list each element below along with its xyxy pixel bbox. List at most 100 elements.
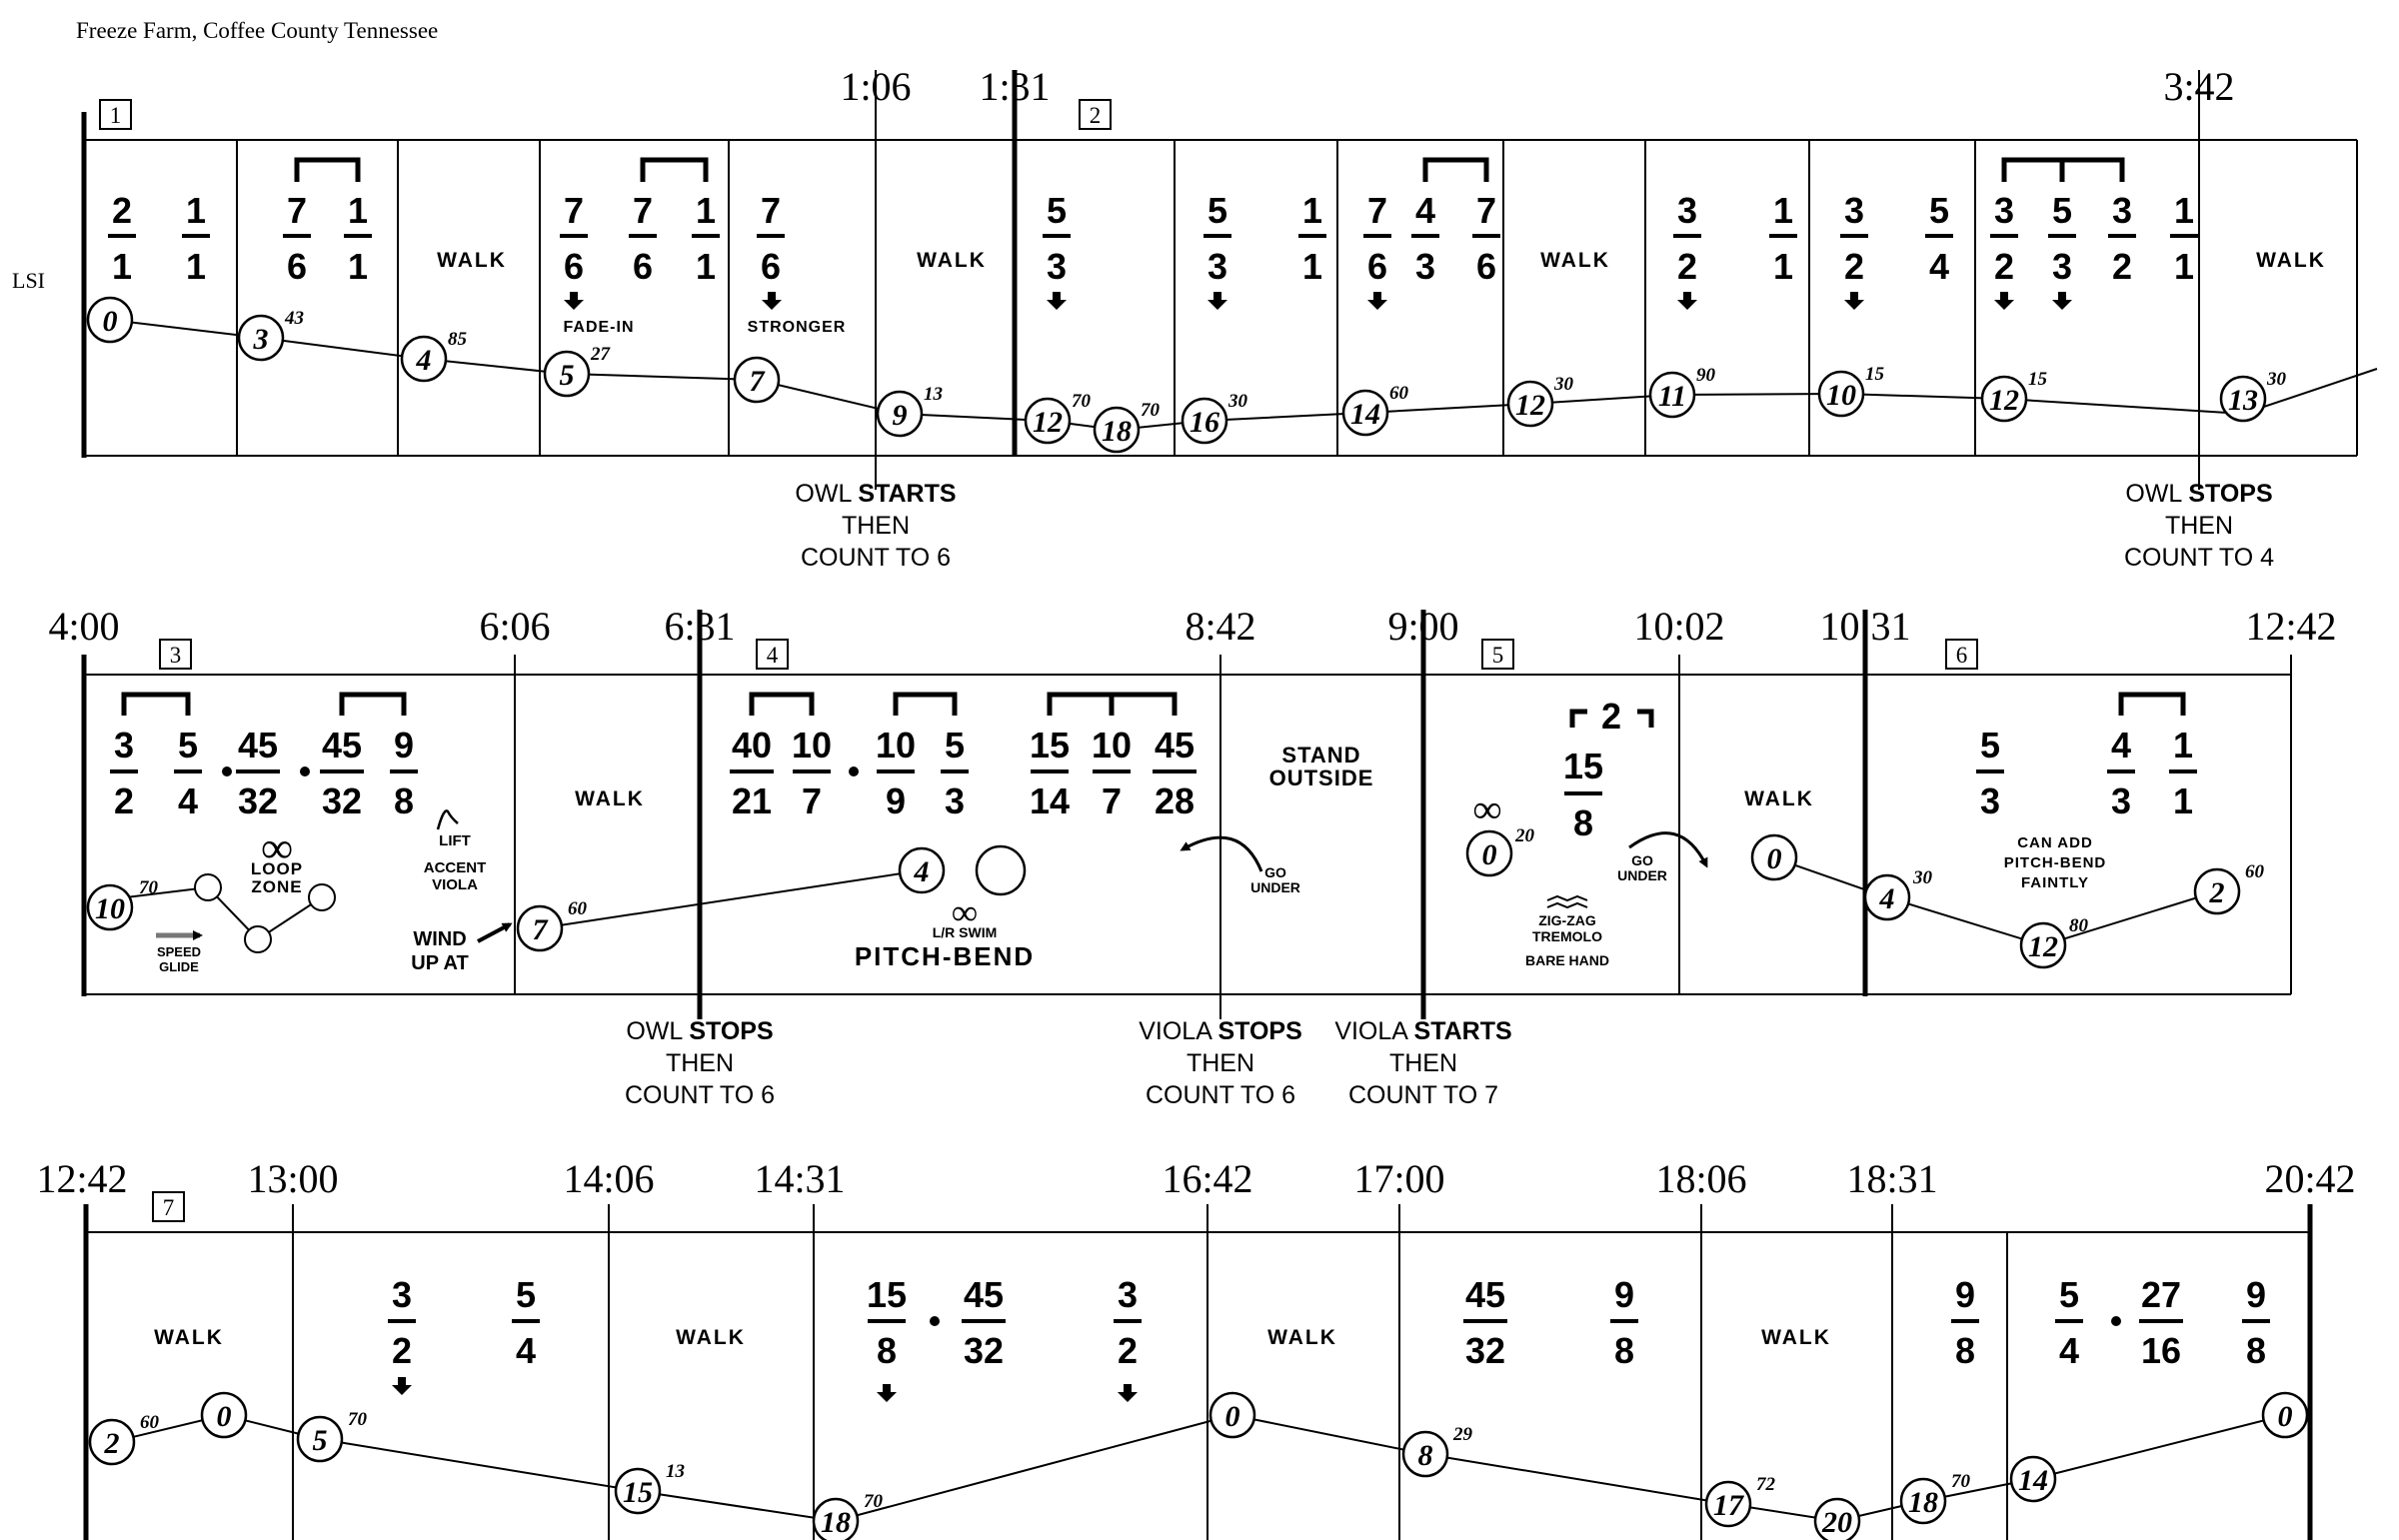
numerator: 9 — [394, 725, 414, 766]
contour-line — [111, 1413, 2286, 1523]
denominator: 4 — [516, 1330, 536, 1371]
circled-number: 0 — [200, 1391, 248, 1439]
denominator: 2 — [1994, 246, 2014, 287]
denominator: 6 — [287, 246, 307, 287]
svg-text:18: 18 — [821, 1506, 851, 1539]
speed-glide-label: GLIDE — [159, 959, 199, 974]
numerator: 7 — [1367, 190, 1387, 231]
svg-text:COUNT TO 6: COUNT TO 6 — [801, 544, 951, 572]
fraction: 11 — [182, 190, 210, 287]
svg-text:15: 15 — [1865, 364, 1885, 385]
glide-node — [308, 883, 336, 911]
svg-text:8: 8 — [1418, 1439, 1433, 1472]
speed-glide-label: SPEED — [157, 944, 201, 959]
numerator: 5 — [2059, 1274, 2079, 1315]
numerator: 45 — [322, 725, 362, 766]
go-under-label: GO — [1264, 864, 1286, 880]
fraction: 53 — [1203, 190, 1231, 287]
circled-number: 7 — [733, 356, 781, 404]
svg-text:70: 70 — [864, 1491, 884, 1512]
numerator: 45 — [1465, 1274, 1505, 1315]
svg-text:VIOLA STOPS: VIOLA STOPS — [1139, 1017, 1302, 1045]
row-3: 12:42 13:00 14:06 14:31 16:42 17:00 18:0… — [36, 1156, 2356, 1540]
fraction: 54 — [174, 725, 202, 821]
svg-text:60: 60 — [2245, 861, 2265, 882]
numerator: 1 — [186, 190, 206, 231]
denominator: 3 — [1207, 246, 1227, 287]
svg-text:29: 29 — [1452, 1424, 1473, 1445]
numerator: 2 — [112, 190, 132, 231]
bar-lines — [292, 1204, 2008, 1540]
circled-number: 760 — [516, 898, 588, 952]
zigzag-label: ZIG-ZAG — [1538, 912, 1596, 928]
denominator: 3 — [1047, 246, 1067, 287]
svg-text:70: 70 — [139, 877, 159, 898]
bracket-label: 2 — [1601, 696, 1621, 737]
denominator: 6 — [633, 246, 653, 287]
time-marker: 12:42 — [2245, 604, 2336, 649]
down-arrow-icon — [564, 292, 2072, 310]
fraction: 98 — [1951, 1274, 1979, 1371]
numerator: 7 — [633, 190, 653, 231]
fraction: 11 — [692, 190, 720, 287]
stand-outside-label: STAND — [1281, 743, 1360, 768]
svg-text:7: 7 — [750, 365, 766, 398]
svg-text:72: 72 — [1756, 1474, 1776, 1495]
walk-label: WALK — [1761, 1326, 1831, 1349]
denominator: 3 — [1980, 780, 2000, 821]
time-marker: 20:42 — [2264, 1156, 2355, 1201]
svg-text:60: 60 — [140, 1412, 160, 1433]
denominator: 6 — [761, 246, 781, 287]
numerator: 1 — [696, 190, 716, 231]
section-box — [1945, 639, 1978, 670]
numerator: 4 — [1415, 190, 1435, 231]
svg-text:5: 5 — [560, 359, 575, 392]
svg-text:THEN: THEN — [666, 1049, 734, 1077]
fraction: 107 — [792, 725, 832, 821]
denominator: 8 — [2246, 1330, 2266, 1371]
svg-text:0: 0 — [1482, 838, 1497, 871]
denominator: 6 — [1476, 246, 1496, 287]
lr-swim-label: L/R SWIM — [933, 924, 998, 940]
denominator: 3 — [945, 780, 965, 821]
dot-separator — [222, 767, 859, 776]
bar-lines — [236, 140, 1976, 456]
numerator: 7 — [287, 190, 307, 231]
svg-text:0: 0 — [1767, 842, 1782, 875]
denominator: 32 — [238, 780, 278, 821]
circled-number: 8 29 — [1401, 1424, 1473, 1478]
loop-zone-label: LOOP — [251, 859, 303, 878]
fraction: 76 — [757, 190, 785, 287]
svg-text:70: 70 — [348, 1409, 368, 1430]
go-under-left-arrow-icon — [1180, 835, 1263, 872]
numerator: 3 — [1994, 190, 2014, 231]
numerator: 3 — [392, 1274, 412, 1315]
track-label: LSI — [12, 268, 45, 293]
circled-number: 343 — [237, 308, 304, 362]
page-title: Freeze Farm, Coffee County Tennessee — [76, 18, 438, 43]
circled-number: 913 — [876, 384, 943, 438]
svg-text:THEN: THEN — [2165, 512, 2233, 540]
section-box — [99, 99, 132, 130]
fraction: 53 — [941, 725, 969, 821]
fraction: 53 — [1043, 190, 1071, 287]
dot-separator — [930, 1316, 2121, 1326]
denominator: 2 — [1844, 246, 1864, 287]
denominator: 8 — [1573, 802, 1593, 843]
svg-text:14: 14 — [2018, 1464, 2048, 1497]
time-marker: 13:00 — [247, 1156, 338, 1201]
circled-number: 0 — [2261, 1391, 2309, 1439]
svg-text:THEN: THEN — [842, 512, 910, 540]
denominator: 3 — [2111, 780, 2131, 821]
svg-text:OWL STOPS: OWL STOPS — [626, 1017, 773, 1045]
wind-up-label: WIND — [413, 928, 466, 950]
fraction: 43 — [1411, 190, 1439, 287]
denominator: 8 — [1614, 1330, 1634, 1371]
can-add-label: FAINTLY — [2021, 874, 2089, 891]
